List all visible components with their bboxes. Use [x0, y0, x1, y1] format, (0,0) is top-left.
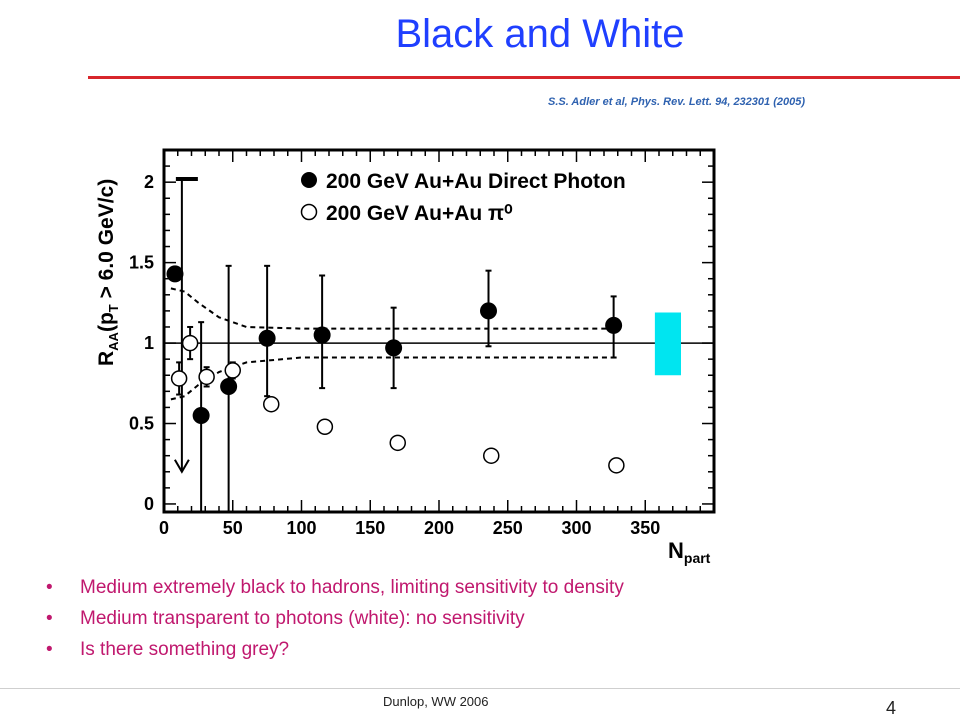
pi0-point [263, 395, 280, 413]
pi0-point [608, 457, 625, 474]
photon-point [192, 406, 210, 424]
citation: S.S. Adler et al, Phys. Rev. Lett. 94, 2… [548, 96, 806, 108]
title-underline [88, 76, 960, 79]
photon-point [313, 326, 331, 344]
pi0-point [224, 362, 241, 379]
bullet-dot: • [46, 608, 53, 629]
photon-point [605, 316, 623, 334]
legend-label-pi0: 200 GeV Au+Au π⁰ [326, 202, 513, 225]
y-tick-label: 0.5 [129, 414, 154, 434]
photon-point [480, 302, 497, 320]
photon-point [166, 265, 184, 283]
bullet-text: Is there something grey? [80, 639, 290, 660]
x-tick-label: 200 [424, 518, 454, 538]
photon-point [258, 329, 276, 347]
x-tick-label: 350 [630, 518, 660, 538]
axis-ticks [163, 150, 715, 512]
upper-limit-arrowhead [174, 459, 190, 474]
y-axis-label: RAA(pT > 6.0 GeV/c) [95, 179, 121, 366]
bullet-item: • Medium transparent to photons (white): … [46, 603, 624, 634]
data-marks [166, 176, 625, 512]
bullet-list: • Medium extremely black to hadrons, limi… [46, 572, 624, 665]
page-number: 4 [886, 698, 897, 718]
y-tick-label: 2 [144, 172, 154, 192]
x-tick-label: 0 [159, 518, 169, 538]
x-tick-label: 250 [493, 518, 523, 538]
photon-point [220, 378, 238, 396]
slide-title: Black and White [395, 12, 685, 56]
photon-point [385, 339, 403, 357]
pi0-point [389, 434, 406, 452]
x-tick-label: 50 [223, 518, 243, 538]
legend-marker-open [300, 203, 318, 221]
pi0-point [170, 370, 188, 387]
x-axis-label: Npart [668, 538, 711, 566]
dashed-curve-upper [170, 287, 618, 330]
x-tick-label: 150 [355, 518, 385, 538]
pi0-point [181, 334, 199, 352]
x-tick-label: 100 [286, 518, 316, 538]
bullet-item: • Is there something grey? [46, 634, 624, 665]
bullet-dot: • [46, 577, 53, 598]
bullet-item: • Medium extremely black to hadrons, limi… [46, 572, 624, 603]
y-tick-label: 1 [144, 333, 154, 353]
pi0-point [483, 447, 500, 464]
pi0-point [316, 418, 334, 435]
bullet-text: Medium extremely black to hadrons, limit… [80, 577, 624, 598]
systematic-band [654, 312, 681, 376]
legend-marker-filled [301, 172, 317, 188]
footer-text: Dunlop, WW 2006 [383, 694, 489, 709]
tick-labels: 0 50 100 150 200 250 300 350 0 0.5 1 1.5 2 [129, 172, 660, 538]
raa-chart: 0 50 100 150 200 250 300 350 0 0.5 1 1.5 2 200 GeV A… [95, 148, 716, 566]
legend: 200 GeV Au+Au Direct Photon 200 GeV Au+A… [300, 170, 626, 225]
x-tick-label: 300 [561, 518, 591, 538]
y-tick-label: 0 [144, 494, 154, 514]
pi0-point [198, 368, 215, 386]
bullet-dot: • [46, 639, 53, 660]
bullet-text: Medium transparent to photons (white): n… [80, 608, 525, 629]
y-tick-label: 1.5 [129, 253, 154, 273]
legend-label-photon: 200 GeV Au+Au Direct Photon [326, 170, 626, 193]
footer-divider [0, 688, 960, 689]
dashed-curve-lower [170, 356, 618, 401]
uncertainty-curves [164, 287, 714, 401]
